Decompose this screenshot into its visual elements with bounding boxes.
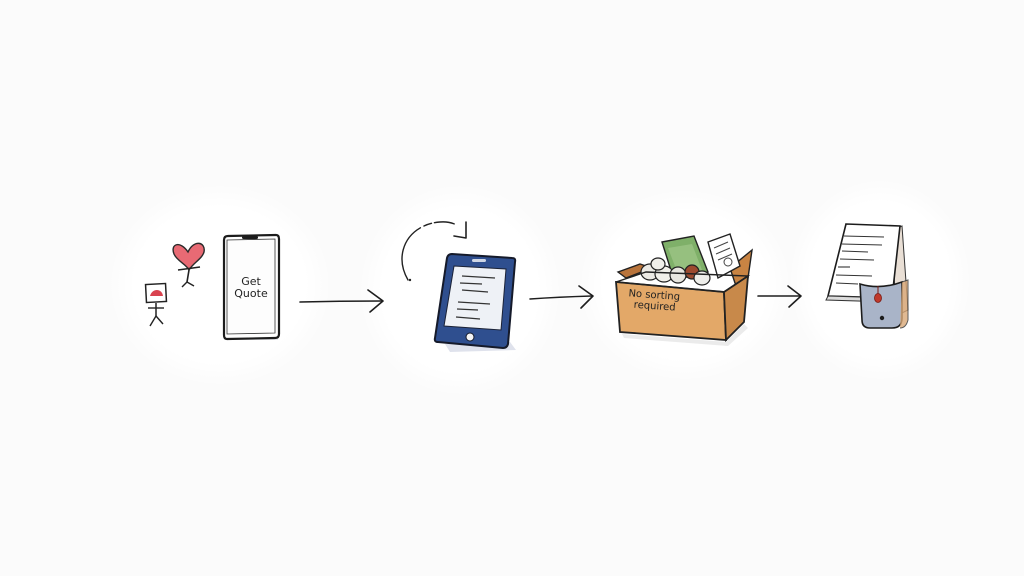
heart-figure-icon — [172, 242, 205, 288]
phone-text-line1: Get — [241, 275, 261, 288]
step-4 — [822, 220, 922, 335]
smartphone-icon — [222, 233, 281, 341]
curved-arrow-icon — [401, 221, 467, 282]
step-1: Get Quote — [140, 230, 290, 350]
step-3: No sorting required — [612, 228, 762, 348]
tablet-document-icon — [433, 252, 517, 352]
arrow-right-icon — [529, 285, 594, 309]
arrow-right-icon — [299, 289, 384, 313]
cardboard-box-icon — [615, 233, 753, 346]
document-pouch-icon — [825, 223, 909, 329]
arrow-right-icon — [757, 285, 802, 308]
framed-stick-figure-icon — [144, 282, 168, 327]
phone-screen-text: Get Quote — [226, 276, 276, 299]
step-2 — [390, 212, 520, 357]
step-3-glow — [580, 190, 790, 380]
phone-text-line2: Quote — [234, 286, 268, 300]
